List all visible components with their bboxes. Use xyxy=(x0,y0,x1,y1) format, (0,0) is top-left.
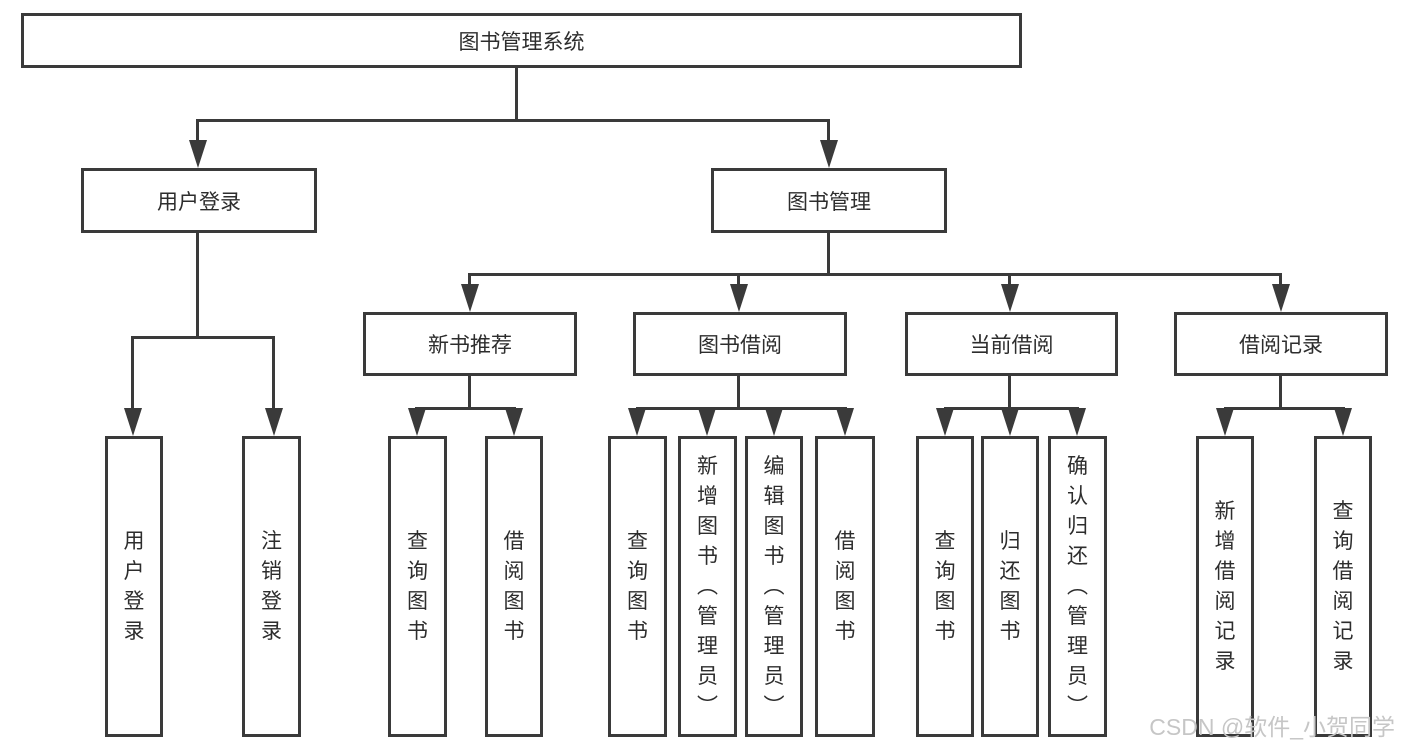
node-root-label: 图书管理系统 xyxy=(458,30,585,54)
leaf-label: 查 询 图 书 xyxy=(627,529,648,643)
node-borrowing-record: 借阅记录 xyxy=(1174,312,1388,376)
connector-line xyxy=(737,273,740,287)
connector-line xyxy=(196,119,199,145)
connector-line xyxy=(272,336,275,412)
connector-line xyxy=(1279,273,1282,287)
node-current-borrowing-label: 当前借阅 xyxy=(969,334,1054,357)
leaf-label: 归 还 图 书 xyxy=(999,529,1021,643)
arrow-down-icon xyxy=(1001,408,1019,436)
arrow-down-icon xyxy=(1001,284,1019,312)
connector-line xyxy=(468,376,471,409)
leaf-label: 用 户 登 录 xyxy=(123,529,145,643)
connector-line xyxy=(468,273,1282,276)
leaf-edit-books-admin: 编 辑 图 书 ︵ 管 理 员 ︶ xyxy=(745,436,803,737)
node-current-borrowing: 当前借阅 xyxy=(905,312,1118,376)
arrow-down-icon xyxy=(505,408,523,436)
connector-line xyxy=(515,68,518,121)
node-root: 图书管理系统 xyxy=(21,13,1022,68)
connector-line xyxy=(827,119,830,145)
arrow-down-icon xyxy=(1216,408,1234,436)
leaf-label: 确 认 归 还 ︵ 管 理 员 ︶ xyxy=(1067,454,1088,718)
connector-line xyxy=(737,376,740,409)
leaf-label: 编 辑 图 书 ︵ 管 理 员 ︶ xyxy=(763,454,785,718)
arrow-down-icon xyxy=(730,284,748,312)
arrow-down-icon xyxy=(1334,408,1352,436)
leaf-label: 查 询 图 书 xyxy=(934,529,956,643)
node-new-book-recommend: 新书推荐 xyxy=(363,312,577,376)
arrow-down-icon xyxy=(189,140,207,168)
connector-line xyxy=(1008,273,1011,287)
node-new-book-recommend-label: 新书推荐 xyxy=(428,334,512,357)
leaf-borrow-books: 借 阅 图 书 xyxy=(815,436,875,737)
node-book-borrowing: 图书借阅 xyxy=(633,312,847,376)
node-borrowing-record-label: 借阅记录 xyxy=(1239,334,1323,357)
arrow-down-icon xyxy=(1068,408,1086,436)
arrow-down-icon xyxy=(1272,284,1290,312)
arrow-down-icon xyxy=(628,408,646,436)
leaf-query-books-recommend: 查 询 图 书 xyxy=(388,436,447,737)
leaf-borrow-books-recommend: 借 阅 图 书 xyxy=(485,436,543,737)
node-book-management-label: 图书管理 xyxy=(787,190,871,214)
leaf-label: 查 询 借 阅 记 录 xyxy=(1332,499,1354,673)
connector-line xyxy=(131,336,134,412)
leaf-user-login: 用 户 登 录 xyxy=(105,436,163,737)
node-book-borrowing-label: 图书借阅 xyxy=(698,334,782,357)
connector-line xyxy=(468,273,471,287)
leaf-query-books-borrow: 查 询 图 书 xyxy=(608,436,667,737)
leaf-add-borrow-record: 新 增 借 阅 记 录 xyxy=(1196,436,1254,737)
leaf-query-books-current: 查 询 图 书 xyxy=(916,436,974,737)
arrow-down-icon xyxy=(836,408,854,436)
connector-line xyxy=(1008,376,1011,409)
leaf-query-borrow-record: 查 询 借 阅 记 录 xyxy=(1314,436,1372,737)
arrow-down-icon xyxy=(936,408,954,436)
connector-line xyxy=(196,233,199,339)
leaf-label: 借 阅 图 书 xyxy=(834,529,856,643)
leaf-label: 注 销 登 录 xyxy=(261,529,282,643)
node-user-login: 用户登录 xyxy=(81,168,317,233)
connector-line xyxy=(1224,407,1345,410)
arrow-down-icon xyxy=(820,140,838,168)
arrow-down-icon xyxy=(698,408,716,436)
leaf-label: 新 增 借 阅 记 录 xyxy=(1214,499,1236,673)
connector-line xyxy=(636,407,847,410)
leaf-label: 新 增 图 书 ︵ 管 理 员 ︶ xyxy=(697,454,718,718)
connector-line xyxy=(1279,376,1282,409)
node-book-management: 图书管理 xyxy=(711,168,947,233)
leaf-add-books-admin: 新 增 图 书 ︵ 管 理 员 ︶ xyxy=(678,436,737,737)
arrow-down-icon xyxy=(765,408,783,436)
leaf-return-books: 归 还 图 书 xyxy=(981,436,1039,737)
leaf-logout: 注 销 登 录 xyxy=(242,436,301,737)
leaf-label: 查 询 图 书 xyxy=(407,529,428,643)
arrow-down-icon xyxy=(124,408,142,436)
connector-line xyxy=(131,336,275,339)
arrow-down-icon xyxy=(408,408,426,436)
connector-line xyxy=(827,233,830,275)
connector-line xyxy=(415,407,516,410)
leaf-confirm-return-admin: 确 认 归 还 ︵ 管 理 员 ︶ xyxy=(1048,436,1107,737)
node-user-login-label: 用户登录 xyxy=(157,190,241,214)
connector-line xyxy=(196,119,829,122)
arrow-down-icon xyxy=(461,284,479,312)
arrow-down-icon xyxy=(265,408,283,436)
leaf-label: 借 阅 图 书 xyxy=(503,529,525,643)
